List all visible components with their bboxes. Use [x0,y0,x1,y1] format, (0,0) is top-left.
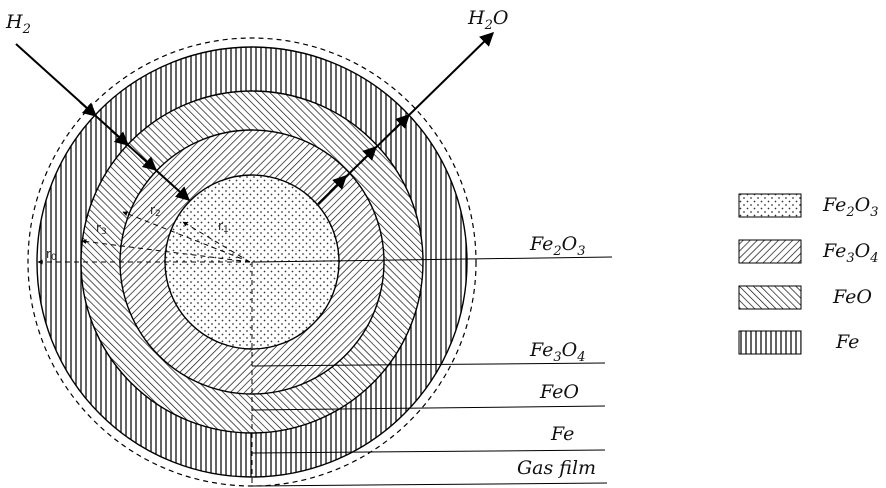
legend-label-fe2o3: Fe2O3 [822,194,879,220]
r1-arrow [182,221,251,263]
callout-fe3o4: Fe3O4 [529,339,586,365]
h2-inflow-arrow [15,43,191,201]
legend-swatch-fe3o4 [738,239,802,264]
fe2o3-leader [251,256,613,263]
h2-label: H2 [5,11,31,37]
legend-label-fe3o4: Fe3O4 [822,240,879,266]
callout-fe: Fe [550,423,574,445]
legend-label-fe: Fe [835,331,859,353]
h2o-arrowhead-2 [359,146,377,164]
r3-arrow [81,239,251,263]
h2-arrowhead-2 [111,130,130,146]
r3-label: r3 [96,221,107,237]
h2o-arrowhead-1 [329,175,347,193]
legend-swatch-feo [738,285,802,310]
r1-label: r1 [218,219,229,235]
callout-fe2o3: Fe2O3 [529,233,586,259]
r2-arrow [122,211,251,263]
callout-gas-film: Gas film [517,457,596,479]
r2-label: r2 [150,203,161,219]
h2o-label: H2O [467,7,509,33]
feo-leader [251,405,606,411]
fe3o4-leader [251,362,606,367]
h2o-arrowhead-3 [392,114,410,132]
legend-swatch-fe [738,330,802,355]
r0-label: r0 [46,247,57,263]
fe-leader [251,449,606,454]
h2-arrowhead-1 [79,101,98,117]
legend-swatch-fe2o3 [738,193,802,218]
gas-film-leader [251,482,608,487]
h2-arrowhead-3 [139,155,158,171]
legend: Fe2O3 Fe3O4 FeO Fe [738,193,879,355]
legend-label-feo: FeO [832,286,872,308]
callout-feo: FeO [539,381,579,403]
